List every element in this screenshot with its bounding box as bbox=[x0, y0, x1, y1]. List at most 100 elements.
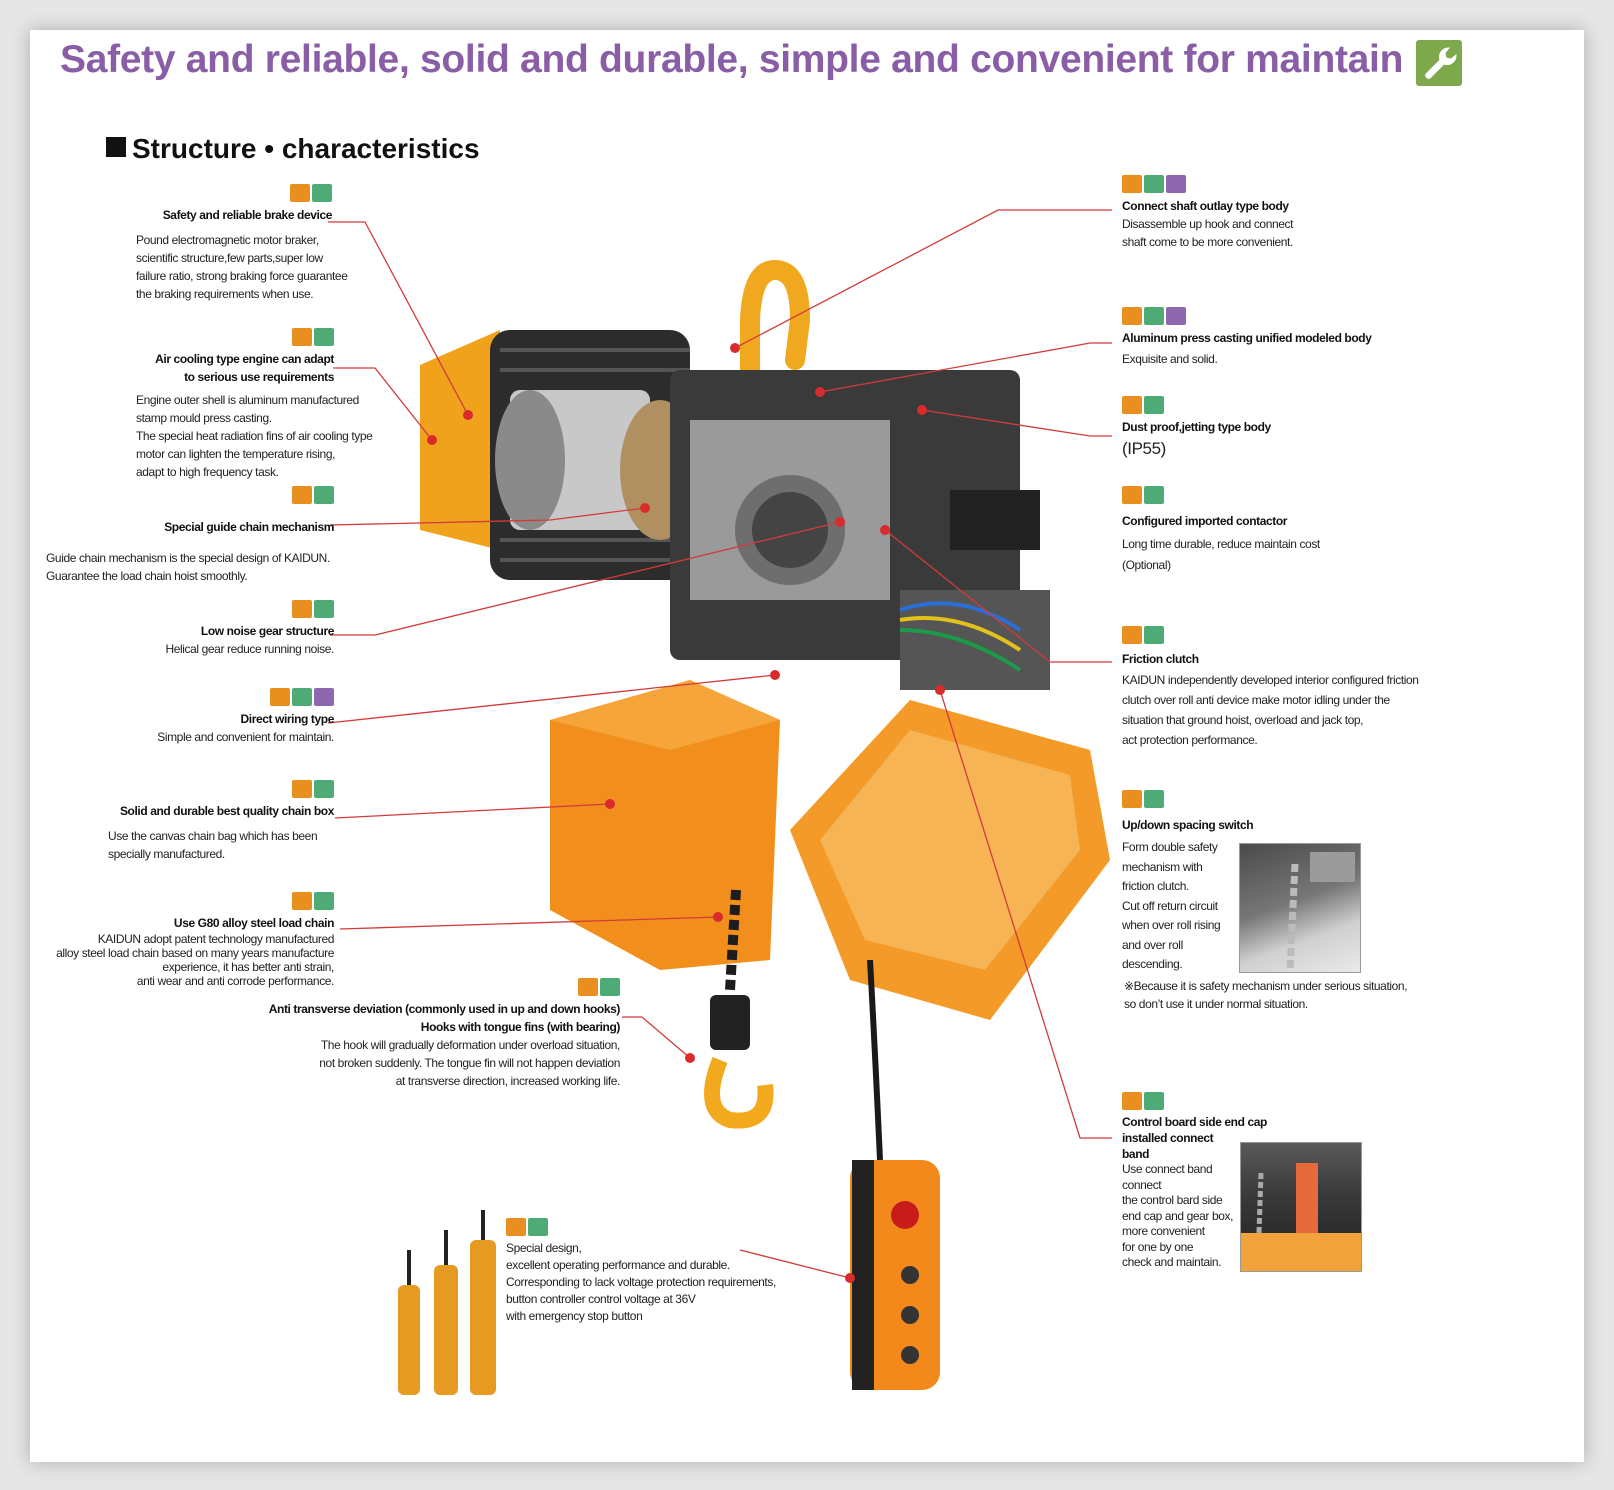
feature-badge-icon bbox=[314, 328, 334, 346]
feature-badge-icon bbox=[1144, 626, 1164, 644]
feature-desc: Use the canvas chain bag which has been … bbox=[108, 829, 318, 861]
pendant-controller bbox=[850, 959, 940, 1390]
feature-badge-icon bbox=[1144, 175, 1164, 193]
feature-badge-icon bbox=[314, 688, 334, 706]
feature-title: Use G80 alloy steel load chain bbox=[173, 916, 334, 930]
chain-box-right bbox=[790, 700, 1110, 1020]
load-chain bbox=[704, 889, 774, 1129]
feature-aluminum: Aluminum press casting unified modeled b… bbox=[1122, 307, 1372, 368]
feature-title: Special guide chain mechanism bbox=[164, 520, 334, 534]
feature-badge-icon bbox=[1144, 396, 1164, 414]
feature-badge-icon bbox=[1166, 175, 1186, 193]
feature-title: Low noise gear structure bbox=[200, 624, 335, 638]
leader-dots bbox=[427, 343, 945, 1283]
feature-badge-icon bbox=[292, 688, 312, 706]
chain-box-left bbox=[550, 680, 780, 970]
feature-desc: Disassemble up hook and connect shaft co… bbox=[1122, 217, 1294, 249]
feature-desc: Helical gear reduce running noise. bbox=[165, 642, 334, 656]
feature-badge-icon bbox=[314, 600, 334, 618]
feature-badge-icon bbox=[314, 780, 334, 798]
feature-badge-icon bbox=[292, 486, 312, 504]
feature-badge-icon bbox=[1122, 486, 1142, 504]
hoist-illustration bbox=[327, 209, 1112, 1395]
feature-badge-icon bbox=[1122, 396, 1142, 414]
gearbox-body bbox=[670, 370, 1050, 690]
feature-clutch: Friction clutch KAIDUN independently dev… bbox=[1122, 626, 1419, 750]
feature-badges bbox=[155, 328, 334, 346]
feature-wiring: Direct wiring type Simple and convenient… bbox=[157, 688, 334, 746]
feature-guide-chain-desc: Guide chain mechanism is the special des… bbox=[46, 549, 330, 585]
page-title: Safety and reliable, solid and durable, … bbox=[60, 38, 1404, 81]
feature-badges bbox=[157, 688, 334, 706]
feature-badge-icon bbox=[1166, 307, 1186, 325]
feature-load-chain: Use G80 alloy steel load chain KAIDUN ad… bbox=[56, 892, 334, 988]
feature-ip-rating: (IP55) bbox=[1122, 439, 1166, 458]
feature-air-cooling: Air cooling type engine can adapt to ser… bbox=[155, 328, 334, 386]
limit-switch-photo bbox=[1239, 843, 1361, 973]
feature-title: Dust proof,jetting type body bbox=[1122, 420, 1271, 434]
feature-badges bbox=[1122, 175, 1293, 193]
feature-badges bbox=[1122, 790, 1407, 808]
feature-contactor: Configured imported contactor Long time … bbox=[1122, 486, 1320, 576]
feature-badges bbox=[269, 978, 620, 996]
feature-badge-icon bbox=[314, 486, 334, 504]
feature-badge-icon bbox=[1122, 175, 1142, 193]
feature-badge-icon bbox=[1144, 307, 1164, 325]
feature-brake-desc: Pound electromagnetic motor braker, scie… bbox=[136, 231, 348, 303]
feature-badges bbox=[1122, 486, 1320, 504]
feature-desc: The hook will gradually deformation unde… bbox=[319, 1038, 620, 1088]
feature-title: Control board side end cap installed con… bbox=[1122, 1115, 1267, 1161]
feature-desc: Use connect band connect the control bar… bbox=[1122, 1162, 1234, 1269]
section-heading: Structure • characteristics bbox=[106, 133, 480, 165]
feature-desc: Special design, excellent operating perf… bbox=[506, 1241, 776, 1323]
feature-badges bbox=[1122, 396, 1271, 414]
feature-hook: Anti transverse deviation (commonly used… bbox=[269, 978, 620, 1090]
feature-title: Direct wiring type bbox=[240, 712, 335, 726]
leader-lines bbox=[327, 209, 1112, 1279]
feature-note: ※Because it is safety mechanism under se… bbox=[1124, 978, 1408, 1011]
product-sheet: Safety and reliable, solid and durable, … bbox=[30, 30, 1584, 1462]
feature-title: Friction clutch bbox=[1122, 652, 1199, 666]
feature-desc: Guide chain mechanism is the special des… bbox=[46, 551, 330, 583]
feature-badge-icon bbox=[314, 892, 334, 910]
square-bullet-icon bbox=[106, 137, 126, 157]
feature-badge-icon bbox=[578, 978, 598, 996]
feature-title: Aluminum press casting unified modeled b… bbox=[1122, 331, 1372, 345]
pendant-thumbnails bbox=[398, 1210, 496, 1395]
feature-title: Solid and durable best quality chain box bbox=[119, 804, 334, 818]
feature-desc: Long time durable, reduce maintain cost … bbox=[1122, 537, 1320, 572]
feature-guide-chain: Special guide chain mechanism bbox=[164, 486, 334, 536]
feature-title: Air cooling type engine can adapt to ser… bbox=[155, 352, 334, 384]
feature-badges bbox=[165, 600, 334, 618]
feature-badge-icon bbox=[290, 184, 310, 202]
motor bbox=[420, 330, 700, 580]
connect-band-photo bbox=[1240, 1142, 1362, 1272]
feature-chain-box-desc: Use the canvas chain bag which has been … bbox=[108, 827, 318, 863]
feature-badge-icon bbox=[292, 780, 312, 798]
feature-chain-box: Solid and durable best quality chain box bbox=[120, 780, 334, 820]
feature-title: Configured imported contactor bbox=[1122, 514, 1288, 528]
feature-badge-icon bbox=[292, 328, 312, 346]
feature-badge-icon bbox=[1144, 1092, 1164, 1110]
feature-desc: Form double safety mechanism with fricti… bbox=[1122, 840, 1221, 971]
section-heading-text: Structure • characteristics bbox=[132, 133, 480, 164]
feature-title: Anti transverse deviation (commonly used… bbox=[268, 1002, 621, 1034]
feature-badge-icon bbox=[1122, 1092, 1142, 1110]
feature-badge-icon bbox=[600, 978, 620, 996]
feature-gear: Low noise gear structure Helical gear re… bbox=[165, 600, 334, 658]
feature-brake: Safety and reliable brake device bbox=[163, 184, 332, 224]
feature-badges bbox=[164, 486, 334, 504]
feature-badge-icon bbox=[1122, 307, 1142, 325]
feature-shaft: Connect shaft outlay type body Disassemb… bbox=[1122, 175, 1293, 251]
feature-badge-icon bbox=[1122, 626, 1142, 644]
feature-air-cooling-desc: Engine outer shell is aluminum manufactu… bbox=[136, 391, 373, 481]
feature-badges bbox=[1122, 307, 1372, 325]
feature-badge-icon bbox=[1144, 486, 1164, 504]
feature-badges bbox=[1122, 1092, 1267, 1110]
feature-title: Connect shaft outlay type body bbox=[1122, 199, 1289, 213]
feature-badges bbox=[163, 184, 332, 202]
feature-end-cap: Control board side end cap installed con… bbox=[1122, 1092, 1267, 1271]
feature-title: Safety and reliable brake device bbox=[162, 208, 333, 222]
feature-desc: Simple and convenient for maintain. bbox=[157, 730, 334, 744]
feature-badge-icon bbox=[292, 600, 312, 618]
